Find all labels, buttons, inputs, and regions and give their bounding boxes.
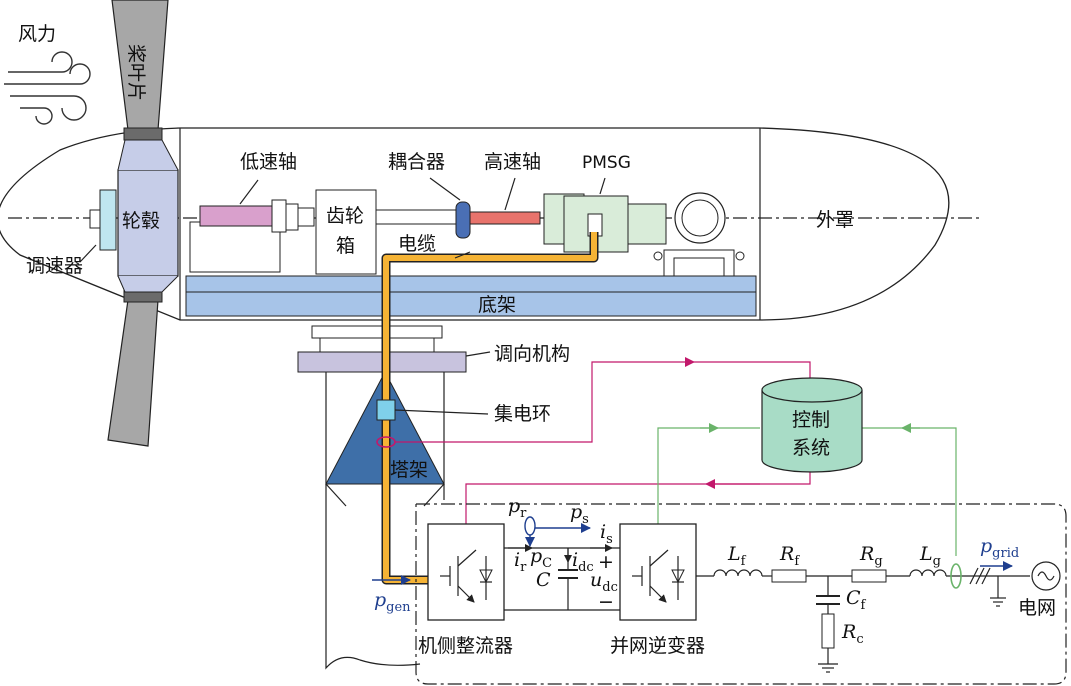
wind-label: 风力	[18, 23, 56, 45]
rc-label: Rc	[841, 621, 864, 647]
p-gen-label: pgen	[374, 589, 411, 615]
inverter-label: 并网逆变器	[610, 635, 705, 657]
p-s-label: ps	[570, 501, 589, 527]
governor-label: 调速器	[26, 255, 83, 277]
gearbox-label-1: 齿轮	[326, 205, 364, 227]
pmsg-label: PMSG	[582, 153, 631, 173]
control-system	[761, 377, 863, 473]
hub-label: 轮毂	[122, 210, 160, 232]
inductor-lg	[909, 569, 947, 577]
governor	[99, 189, 117, 251]
frame-top	[185, 275, 757, 293]
cf-label: Cf	[846, 587, 867, 613]
gearbox	[315, 189, 377, 275]
frame	[185, 291, 757, 317]
coupler-label: 耦合器	[388, 151, 445, 173]
minus-sign: −	[598, 591, 614, 613]
low-speed-shaft	[199, 205, 277, 227]
cover-label: 外罩	[816, 209, 854, 231]
coupler	[455, 201, 471, 239]
p-grid-label: pgrid	[980, 535, 1019, 561]
rectifier-label: 机侧整流器	[418, 635, 513, 657]
blade-label: 桨叶片	[125, 44, 147, 101]
wind-icon	[4, 51, 91, 125]
inductor-lf	[713, 569, 763, 577]
p-c-label: pC	[530, 545, 552, 571]
plus-sign: +	[598, 551, 614, 573]
gearbox-label-2: 箱	[336, 235, 355, 257]
control-label-2: 系统	[792, 437, 830, 459]
tower-label: 塔架	[390, 459, 428, 481]
low-speed-shaft-label: 低速轴	[240, 151, 297, 173]
p-r-label: pr	[508, 495, 527, 521]
resistor-rc	[821, 613, 835, 649]
high-speed-shaft-label: 高速轴	[484, 151, 541, 173]
rectifier	[427, 523, 505, 621]
slip-ring	[376, 399, 396, 421]
inverter	[619, 523, 697, 621]
blade	[107, 0, 169, 447]
lg-label: Lg	[919, 543, 941, 569]
control-label-1: 控制	[792, 409, 830, 431]
i-dc-label: idc	[572, 549, 594, 575]
i-s-label: is	[600, 521, 613, 547]
resistor-rf	[771, 569, 807, 583]
rg-label: Rg	[859, 543, 883, 569]
c-label: C	[536, 569, 551, 591]
slip-ring-label: 集电环	[494, 403, 551, 425]
grid-label: 电网	[1018, 597, 1056, 619]
frame-label: 底架	[478, 294, 516, 316]
high-speed-shaft	[469, 211, 541, 225]
lf-label: Lf	[727, 543, 747, 569]
rf-label: Rf	[779, 543, 800, 569]
resistor-rg	[851, 569, 887, 583]
yaw-label: 调向机构	[494, 343, 570, 365]
u-dc-label: udc	[590, 569, 618, 595]
i-r-label: ir	[514, 549, 527, 575]
converter-enclosure	[415, 503, 1067, 685]
cable-label: 电缆	[398, 233, 436, 255]
hub	[117, 169, 179, 277]
